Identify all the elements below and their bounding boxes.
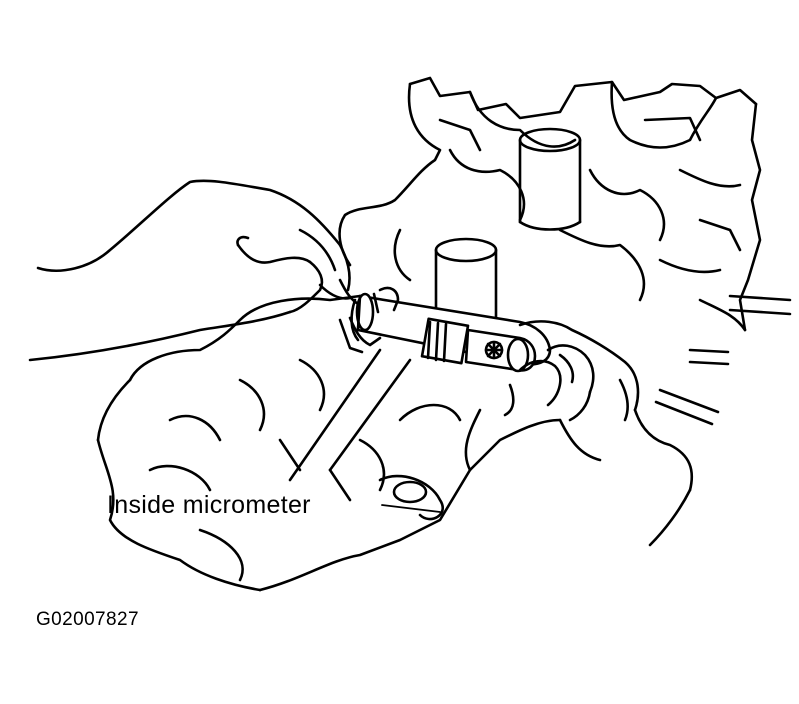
lower-case (96, 294, 562, 592)
inside-micrometer-label: Inside micrometer (107, 491, 311, 519)
left-hand (28, 179, 362, 362)
callout-leader-line (381, 504, 441, 513)
inside-micrometer-tool (338, 286, 552, 373)
right-hand (464, 320, 694, 547)
engine-block (338, 76, 792, 426)
figure-code: G02007827 (36, 609, 139, 630)
